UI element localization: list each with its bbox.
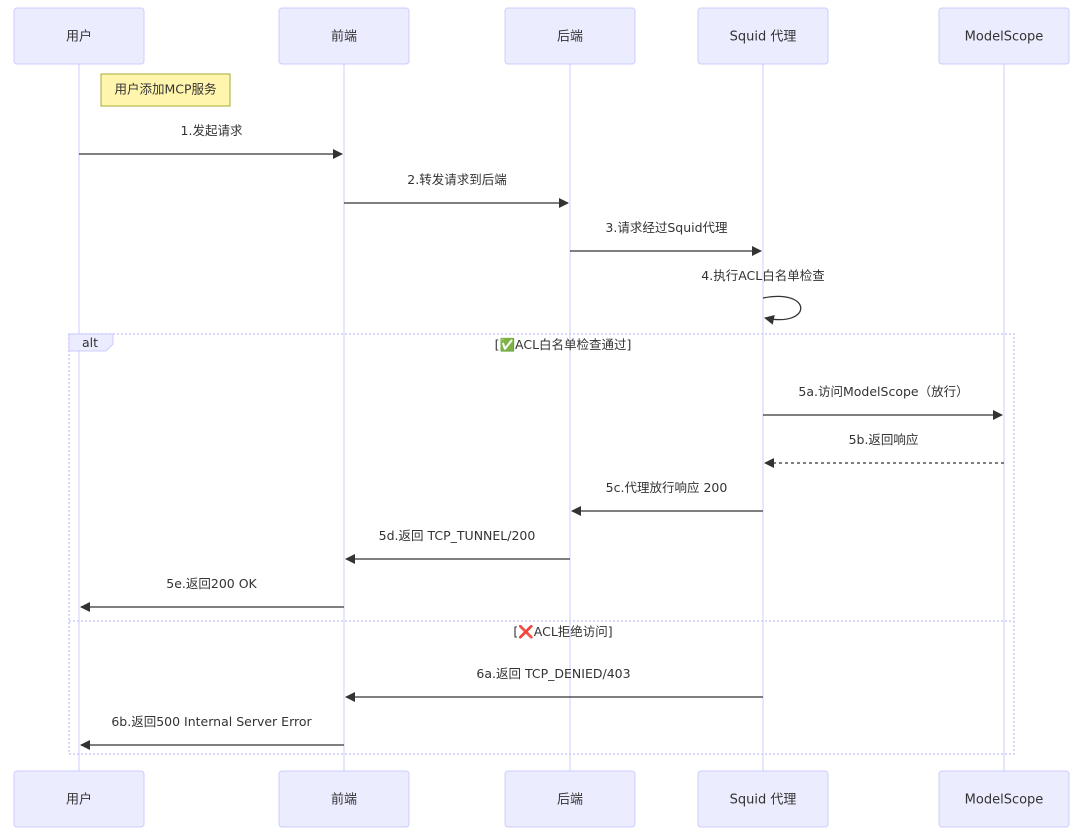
message-m1: 1.发起请求 bbox=[79, 123, 343, 159]
alt-keyword: alt bbox=[82, 335, 98, 350]
actor-squid-top: Squid 代理 bbox=[697, 7, 829, 65]
actor-box bbox=[938, 7, 1070, 65]
actor-squid-bottom: Squid 代理 bbox=[697, 770, 829, 828]
actor-box bbox=[278, 770, 410, 828]
alt-frame: alt [✅ACL白名单检查通过] [❌ACL拒绝访问] bbox=[68, 333, 1015, 755]
message-label: 1.发起请求 bbox=[181, 123, 243, 138]
actor-backend-bottom: 后端 bbox=[504, 770, 636, 828]
actor-label: 前端 bbox=[331, 29, 357, 45]
actor-box bbox=[504, 770, 636, 828]
message-m5d: 5d.返回 TCP_TUNNEL/200 bbox=[345, 528, 570, 564]
actor-label: 后端 bbox=[557, 793, 583, 808]
message-m5b: 5b.返回响应 bbox=[764, 432, 1004, 468]
actor-label: 后端 bbox=[557, 30, 583, 45]
actor-label: Squid 代理 bbox=[730, 30, 797, 45]
message-label: 2.转发请求到后端 bbox=[407, 172, 506, 187]
message-label: 6a.返回 TCP_DENIED/403 bbox=[476, 666, 630, 681]
actor-box bbox=[938, 770, 1070, 828]
actor-modelscope-top: ModelScope bbox=[938, 7, 1070, 65]
alt-frame-border bbox=[68, 333, 1015, 755]
note-box bbox=[100, 73, 231, 107]
message-m3: 3.请求经过Squid代理 bbox=[570, 220, 762, 256]
actor-box bbox=[504, 7, 636, 65]
message-m6b: 6b.返回500 Internal Server Error bbox=[80, 714, 344, 750]
actor-label: 前端 bbox=[331, 792, 357, 808]
message-label: 6b.返回500 Internal Server Error bbox=[111, 714, 312, 729]
actor-label: 用户 bbox=[66, 792, 92, 808]
actor-backend-top: 后端 bbox=[504, 7, 636, 65]
actor-label: ModelScope bbox=[965, 793, 1044, 808]
actor-box bbox=[13, 7, 145, 65]
message-m2: 2.转发请求到后端 bbox=[344, 172, 569, 208]
message-label: 3.请求经过Squid代理 bbox=[605, 220, 728, 235]
actor-user-top: 用户 bbox=[13, 7, 145, 65]
actor-user-bottom: 用户 bbox=[13, 770, 145, 828]
message-m5a: 5a.访问ModelScope（放行） bbox=[763, 384, 1003, 420]
message-label: 5a.访问ModelScope（放行） bbox=[798, 384, 968, 399]
actor-modelscope-bottom: ModelScope bbox=[938, 770, 1070, 828]
actor-box bbox=[697, 7, 829, 65]
message-label: 4.执行ACL白名单检查 bbox=[701, 268, 825, 283]
message-m6a: 6a.返回 TCP_DENIED/403 bbox=[345, 666, 763, 702]
actor-box bbox=[278, 7, 410, 65]
actor-box bbox=[697, 770, 829, 828]
alt-condition: [✅ACL白名单检查通过] bbox=[495, 337, 632, 352]
message-label: 5b.返回响应 bbox=[849, 432, 919, 447]
actor-box bbox=[13, 770, 145, 828]
message-label: 5d.返回 TCP_TUNNEL/200 bbox=[379, 528, 536, 543]
actor-label: 用户 bbox=[66, 29, 92, 45]
message-m5e: 5e.返回200 OK bbox=[80, 576, 344, 612]
message-label: 5c.代理放行响应 200 bbox=[606, 480, 728, 495]
alt-tab bbox=[68, 333, 114, 352]
actor-label: ModelScope bbox=[965, 30, 1044, 45]
note: 用户添加MCP服务 bbox=[100, 73, 231, 107]
actor-frontend-top: 前端 bbox=[278, 7, 410, 65]
alt-condition: [❌ACL拒绝访问] bbox=[513, 624, 612, 640]
message-m5c: 5c.代理放行响应 200 bbox=[571, 480, 763, 516]
note-text: 用户添加MCP服务 bbox=[114, 82, 216, 97]
self-arrow bbox=[762, 295, 802, 325]
actor-frontend-bottom: 前端 bbox=[278, 770, 410, 828]
actor-label: Squid 代理 bbox=[730, 793, 797, 808]
message-label: 5e.返回200 OK bbox=[166, 576, 257, 591]
message-m4: 4.执行ACL白名单检查 bbox=[701, 268, 825, 325]
